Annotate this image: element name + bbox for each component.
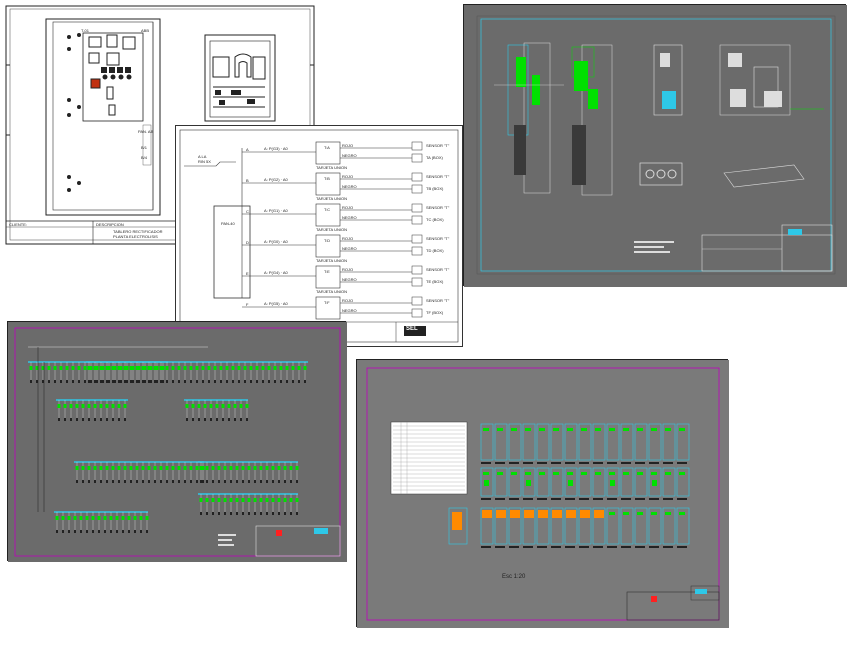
row-negro: NEGRO (342, 184, 357, 189)
panel-header-right: ABB (141, 28, 150, 33)
row-negro: NEGRO (342, 277, 357, 282)
row-tarjeta: TARJETA UNION (316, 196, 347, 201)
panel-layout-svg (357, 360, 729, 628)
row-rojo: ROJO (342, 267, 354, 272)
title-descripcion: DESCRIPCION (96, 222, 124, 227)
schematic-incoming: A LA (198, 154, 207, 159)
row-negro: NEGRO (342, 246, 357, 251)
row-tarjeta: TARJETA UNION (316, 289, 347, 294)
row-rojo: ROJO (342, 174, 354, 179)
panel-header-left: T-01 (81, 28, 90, 33)
row-cable: A: P(G4) · A0 (264, 270, 288, 275)
row-sensor: SENSOR "T" (426, 143, 450, 148)
row-terminal: T:C (324, 207, 330, 212)
row-cable: A: P(G3) · A0 (264, 146, 288, 151)
legend-table (393, 422, 465, 494)
wiring-rows (242, 141, 423, 320)
row-terminal: T:B (324, 176, 330, 181)
sheet-cad-single-line (7, 321, 347, 562)
row-code: TD (BOX) (426, 248, 444, 253)
row-sensor: SENSOR "T" (426, 205, 450, 210)
sheet-wiring-schematic: PAN-40 A LA RIN 5X SEL A A: P(G3) · A0 T:A… (175, 125, 463, 347)
row-code: TF (BOX) (426, 310, 444, 315)
row-tag: E (246, 271, 249, 276)
row-negro: NEGRO (342, 215, 357, 220)
row-tarjeta: TARJETA UNION (316, 227, 347, 232)
title-desc-line1: TABLERO RECTIFICADOR (113, 229, 163, 234)
sheet-cad-layout (463, 4, 847, 287)
sheet-cad-panel-layout: Esc 1:20 (356, 359, 729, 628)
row-code: TA (BOX) (426, 155, 443, 160)
row-terminal: T:E (324, 269, 330, 274)
schematic-left-tag: PAN-40 (221, 221, 235, 226)
row-terminal: T:D (324, 238, 330, 243)
row-sensor: SENSOR "T" (426, 298, 450, 303)
wiring-schematic-svg (179, 129, 459, 343)
row-negro: NEGRO (342, 308, 357, 313)
row-tarjeta: TARJETA UNION (316, 258, 347, 263)
row-cable: A: P(G1) · A0 (264, 208, 288, 213)
side-label-b4: B/4 (141, 155, 148, 160)
row-tag: B (246, 178, 249, 183)
row-tag: A (246, 147, 249, 152)
row-sensor: SENSOR "T" (426, 236, 450, 241)
panel-layout-scale: Esc 1:20 (502, 574, 526, 580)
title-cliente: CLIENTE: (9, 222, 28, 227)
single-line-buses (28, 346, 308, 533)
row-code: TB (BOX) (426, 186, 444, 191)
side-label: PAN. AB (138, 129, 154, 134)
row-cable: A: P(G2) · A0 (264, 177, 288, 182)
row-tag: F (246, 302, 249, 307)
row-rojo: ROJO (342, 143, 354, 148)
row-cable: A: P(G0) · A0 (264, 239, 288, 244)
row-cable: A: P(G5) · A0 (264, 301, 288, 306)
row-code: TE (BOX) (426, 279, 444, 284)
row-terminal: T:F (324, 300, 330, 305)
row-rojo: ROJO (342, 236, 354, 241)
side-label-b1: B/1 (141, 145, 148, 150)
panel-drawing-svg (5, 5, 315, 245)
row-sensor: SENSOR "T" (426, 174, 450, 179)
row-negro: NEGRO (342, 153, 357, 158)
row-tag: C (246, 209, 249, 214)
cad-layout-svg (464, 5, 847, 287)
row-sensor: SENSOR "T" (426, 267, 450, 272)
schematic-logo: SEL (406, 326, 418, 332)
row-rojo: ROJO (342, 298, 354, 303)
schematic-incoming2: RIN 5X (198, 159, 211, 164)
row-tarjeta: TARJETA UNION (316, 165, 347, 170)
row-rojo: ROJO (342, 205, 354, 210)
title-desc-line2: PLANTA ELECTROLISIS (113, 234, 158, 239)
single-line-svg (8, 322, 347, 562)
row-code: TC (BOX) (426, 217, 444, 222)
row-tag: D (246, 240, 249, 245)
panel-rows (448, 423, 690, 548)
row-terminal: T:A (324, 145, 330, 150)
